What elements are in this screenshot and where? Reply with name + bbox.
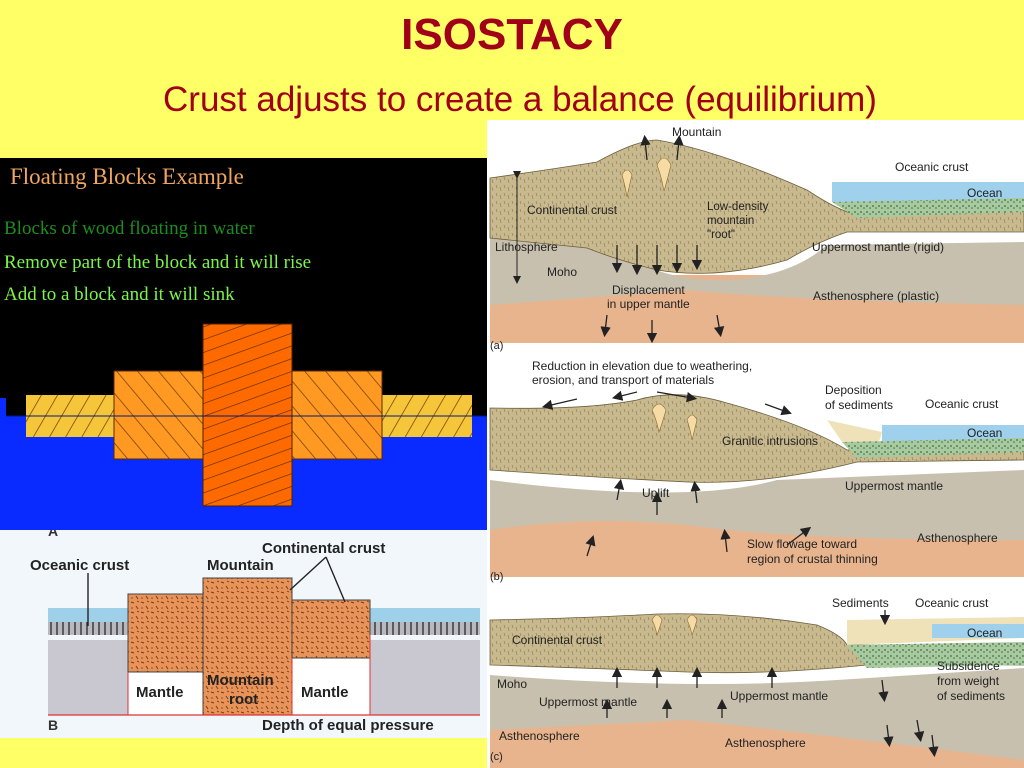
section-c: Sediments Oceanic crust Ocean Continenta…	[489, 596, 1024, 768]
slide-subtitle: Crust adjusts to create a balance (equil…	[163, 80, 877, 119]
a-asthenosphere-label: Asthenosphere (plastic)	[813, 289, 939, 303]
continental-block-right	[291, 599, 371, 659]
isostasy-cross-sections: Mountain Oceanic crust Ocean Continental…	[487, 120, 1024, 768]
c-asthenosphere-right: Asthenosphere	[725, 736, 806, 750]
floating-blocks-panel: Floating Blocks Example Blocks of wood f…	[0, 158, 487, 530]
b-oceanic-crust-label: Oceanic crust	[925, 397, 999, 411]
a-moho-label: Moho	[547, 265, 577, 279]
a-lithosphere-label: Lithosphere	[495, 240, 558, 254]
a-oceanic-crust-label: Oceanic crust	[895, 160, 969, 174]
c-uppermost-mantle-right: Uppermost mantle	[730, 689, 828, 703]
mountain-label: Mountain	[207, 557, 274, 574]
mountain-block	[202, 577, 293, 716]
wood-block-tall	[202, 323, 293, 507]
c-continental-crust-label: Continental crust	[512, 633, 603, 647]
a-panel-label: (a)	[490, 340, 503, 352]
c-moho-label: Moho	[497, 677, 527, 691]
floating-blocks-title: Floating Blocks Example	[10, 164, 244, 189]
a-ocean-label: Ocean	[967, 186, 1002, 200]
mantle-left-label: Mantle	[136, 684, 184, 701]
floating-blocks-illustration	[0, 323, 487, 530]
a-low-density-2: mountain	[707, 215, 754, 227]
c-subsidence-2: from weight	[937, 674, 1000, 688]
c-panel-label: (c)	[490, 751, 503, 763]
mantle-right-label: Mantle	[301, 684, 349, 701]
b-flowage-2: region of crustal thinning	[747, 552, 878, 566]
continental-block-left	[127, 593, 204, 673]
section-a: Mountain Oceanic crust Ocean Continental…	[489, 125, 1024, 352]
c-sediments-label: Sediments	[832, 596, 889, 610]
c-subsidence-3: of sediments	[937, 689, 1005, 703]
floating-line-1: Blocks of wood floating in water	[4, 218, 255, 239]
section-b: Reduction in elevation due to weathering…	[489, 359, 1024, 583]
a-uppermost-mantle-label: Uppermost mantle (rigid)	[812, 240, 944, 254]
floating-line-2: Remove part of the block and it will ris…	[4, 252, 312, 273]
b-panel-label: (b)	[490, 571, 503, 583]
equal-pressure-diagram: A Oceanic crust Continental crust Mounta…	[30, 530, 480, 734]
mountain-root-label-1: Mountain	[207, 672, 274, 689]
water-left-edge	[0, 398, 6, 530]
a-displacement-2: in upper mantle	[607, 297, 690, 311]
cross-section-diagram: Mountain Oceanic crust Ocean Continental…	[489, 125, 1024, 768]
c-oceanic-crust-label: Oceanic crust	[915, 596, 989, 610]
a-mountain-label: Mountain	[672, 125, 721, 139]
b-uppermost-mantle-label: Uppermost mantle	[845, 479, 943, 493]
floating-line-3: Add to a block and it will sink	[4, 284, 235, 305]
equal-pressure-panel: A Oceanic crust Continental crust Mounta…	[0, 530, 487, 738]
b-uplift-label: Uplift	[642, 486, 670, 500]
a-displacement-1: Displacement	[612, 283, 685, 297]
continental-crust-label: Continental crust	[262, 540, 385, 557]
b-deposition-2: of sediments	[825, 398, 893, 412]
slide-title: ISOSTACY	[401, 10, 623, 59]
mountain-root-label-2: root	[229, 691, 258, 708]
depth-equal-pressure-label: Depth of equal pressure	[262, 717, 434, 734]
a-low-density-1: Low-density	[707, 201, 769, 213]
b-granitic-label: Granitic intrusions	[722, 434, 818, 448]
c-uppermost-mantle-left: Uppermost mantle	[539, 695, 637, 709]
b-flowage-1: Slow flowage toward	[747, 537, 857, 551]
label-b: B	[48, 717, 58, 733]
b-deposition-1: Deposition	[825, 383, 882, 397]
b-asthenosphere-label: Asthenosphere	[917, 531, 998, 545]
b-ocean-label: Ocean	[967, 426, 1002, 440]
b-reduction-1: Reduction in elevation due to weathering…	[532, 359, 752, 373]
a-low-density-3: "root"	[707, 229, 735, 241]
c-ocean-label: Ocean	[967, 626, 1002, 640]
label-a: A	[48, 530, 58, 539]
c-asthenosphere-left: Asthenosphere	[499, 729, 580, 743]
a-continental-crust-label: Continental crust	[527, 203, 618, 217]
c-subsidence-1: Subsidence	[937, 659, 1000, 673]
b-reduction-2: erosion, and transport of materials	[532, 373, 714, 387]
oceanic-crust-label: Oceanic crust	[30, 557, 129, 574]
